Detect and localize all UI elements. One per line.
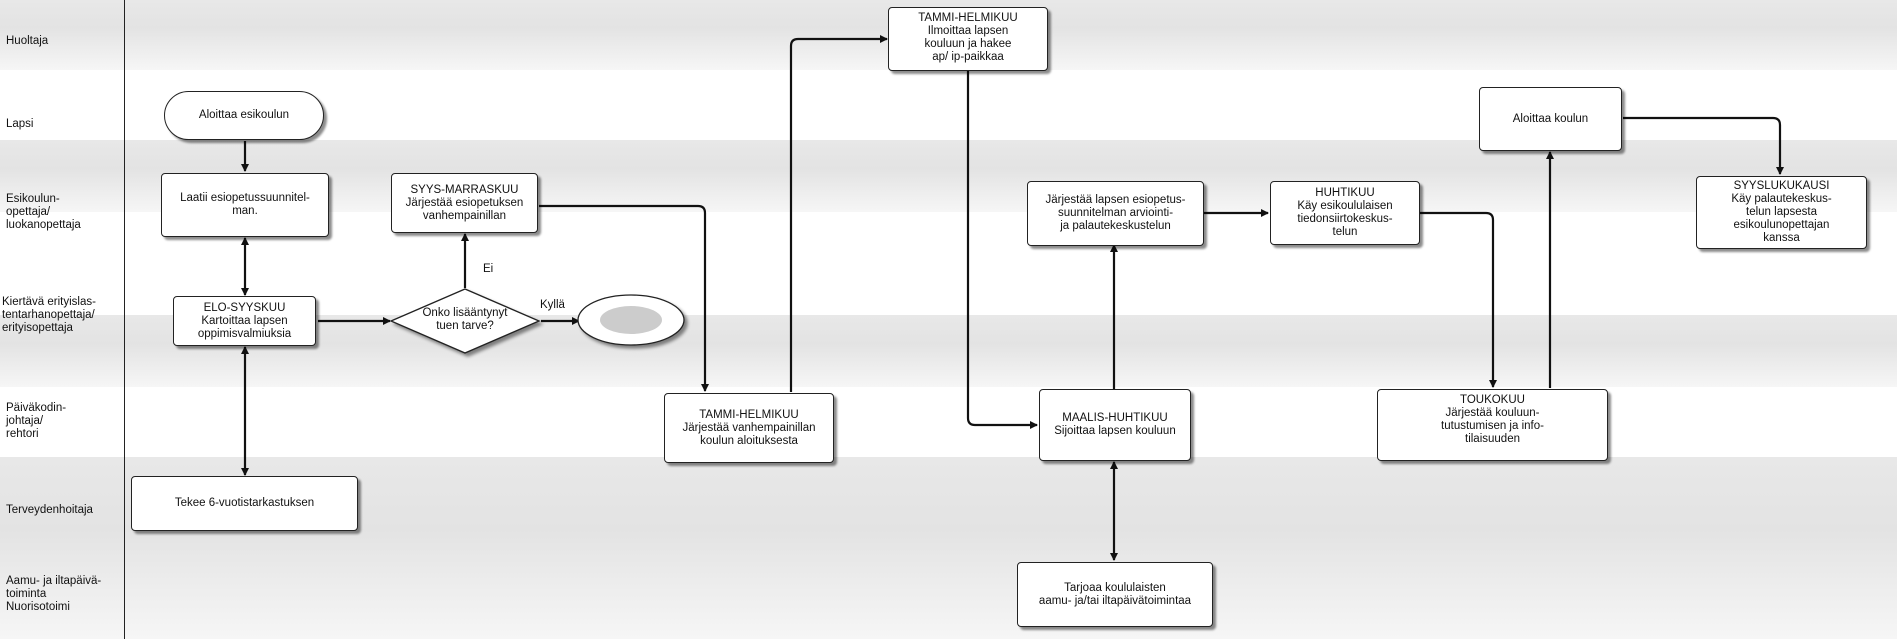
lane-label-lapsi: Lapsi — [6, 118, 34, 130]
terminal-ellipse-inner — [600, 306, 662, 334]
edge-label-ei: Ei — [483, 263, 494, 275]
node-tammi-helmikuu-ilmoittaa: TAMMI-HELMIKUU Ilmoittaa lapsen kouluun … — [888, 7, 1048, 71]
decision-diamond — [389, 288, 541, 354]
lane-label-terveys: Terveydenhoitaja — [6, 504, 93, 516]
node-syyslukukausi: SYYSLUKUKAUSI Käy palautekeskus- telun l… — [1696, 176, 1867, 249]
node-maalis-huhtikuu: MAALIS-HUHTIKUU Sijoittaa lapsen kouluun — [1039, 389, 1191, 461]
lane-label-esikoulu: Esikoulun- opettaja/ luokanopettaja — [6, 193, 81, 231]
edge-label-kylla: Kyllä — [540, 299, 565, 311]
node-aloittaa-koulun: Aloittaa koulun — [1479, 87, 1622, 151]
node-elo-syyskuu: ELO-SYYSKUU Kartoittaa lapsen oppimisval… — [173, 296, 316, 346]
lane-label-aamu: Aamu- ja iltapäivä- toiminta Nuorisotoim… — [6, 575, 102, 613]
decision-label: Onko lisääntynyt tuen tarve? — [422, 307, 508, 332]
node-huhtikuu: HUHTIKUU Käy esikoululaisen tiedonsiirto… — [1270, 181, 1420, 245]
lane-label-kiertava: Kiertävä erityislas- tentarhanopettaja/ … — [2, 296, 96, 334]
lane-band-paivakoti — [0, 315, 1897, 387]
node-laatii: Laatii esiopetussuunnitel- man. — [161, 173, 329, 237]
lane-label-paivakoti: Päiväkodin- johtaja/ rehtori — [6, 402, 67, 440]
edge-syys-tammi1 — [539, 204, 709, 392]
node-toukokuu: TOUKOKUU Järjestää kouluun- tutustumisen… — [1377, 389, 1608, 461]
edge-tammi1-ilmoittaa — [789, 35, 888, 392]
node-syys-marraskuu: SYYS-MARRASKUU Järjestää esiopetuksen va… — [391, 173, 538, 233]
edge-aloittaa-syyslukukausi — [1623, 116, 1784, 175]
edge-ilmoittaa-maalis — [966, 71, 1038, 429]
lane-divider — [124, 0, 125, 639]
edge-huhtikuu-toukokuu — [1420, 211, 1497, 388]
node-jarjestaa-arviointi: Järjestää lapsen esiopetus- suunnitelman… — [1027, 181, 1204, 246]
node-tarjoaa: Tarjoaa koululaisten aamu- ja/tai iltapä… — [1017, 562, 1213, 627]
node-aloittaa-esikoulun: Aloittaa esikoulun — [164, 91, 324, 140]
node-tekee: Tekee 6-vuotistarkastuksen — [131, 476, 358, 531]
lane-label-huoltaja: Huoltaja — [6, 35, 49, 47]
node-tammi-helmikuu-vanhempainilta: TAMMI-HELMIKUU Järjestää vanhempainillan… — [664, 393, 834, 463]
